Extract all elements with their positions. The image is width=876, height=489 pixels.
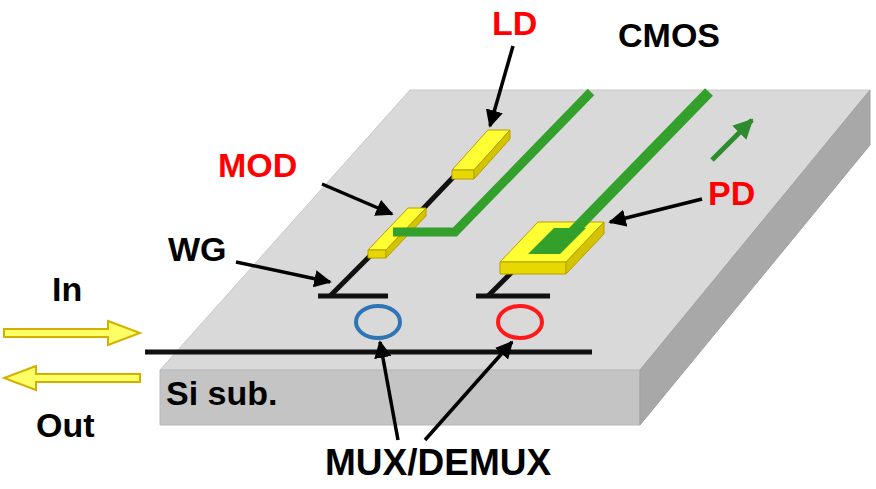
component-label: MOD bbox=[218, 146, 297, 184]
component-label: MOD bbox=[218, 148, 297, 182]
laser-side bbox=[474, 130, 510, 179]
component-label: LD bbox=[492, 6, 537, 40]
component-label: LD bbox=[492, 4, 537, 42]
modulator-front bbox=[368, 250, 386, 258]
signal-label: Out bbox=[36, 408, 95, 442]
component-label: MUX/DEMUX bbox=[325, 444, 551, 481]
interface-label: CMOS bbox=[618, 18, 720, 52]
signal-label: In bbox=[52, 272, 82, 306]
signal-label: Out bbox=[36, 406, 95, 444]
ring-resonator bbox=[356, 306, 400, 338]
photodetector-front bbox=[500, 262, 566, 274]
leader-arrow bbox=[490, 46, 513, 126]
substrate-side bbox=[640, 90, 870, 425]
signal-label: In bbox=[52, 270, 82, 308]
component-label: WG bbox=[168, 232, 227, 266]
leader-arrow bbox=[610, 199, 702, 222]
laser-front bbox=[452, 170, 474, 179]
leader-arrow bbox=[236, 262, 330, 282]
interface-label: CMOS bbox=[618, 16, 720, 54]
leader-arrow bbox=[322, 184, 392, 214]
ring-resonator bbox=[498, 306, 542, 338]
input-arrow bbox=[4, 321, 140, 345]
leader-arrow bbox=[380, 342, 398, 440]
electrode-wire bbox=[562, 92, 709, 243]
cmos-arrow bbox=[712, 120, 752, 160]
substrate-front bbox=[160, 370, 640, 425]
component-label: MUX/DEMUX bbox=[325, 442, 551, 483]
substrate-label: Si sub. bbox=[166, 374, 277, 412]
component-label: PD bbox=[708, 174, 755, 212]
substrate-label: Si sub. bbox=[166, 376, 277, 410]
output-arrow bbox=[4, 366, 140, 390]
bus-waveguide bbox=[145, 350, 592, 355]
component-label: PD bbox=[708, 176, 755, 210]
component-label: WG bbox=[168, 230, 227, 268]
leader-arrow bbox=[425, 342, 512, 440]
